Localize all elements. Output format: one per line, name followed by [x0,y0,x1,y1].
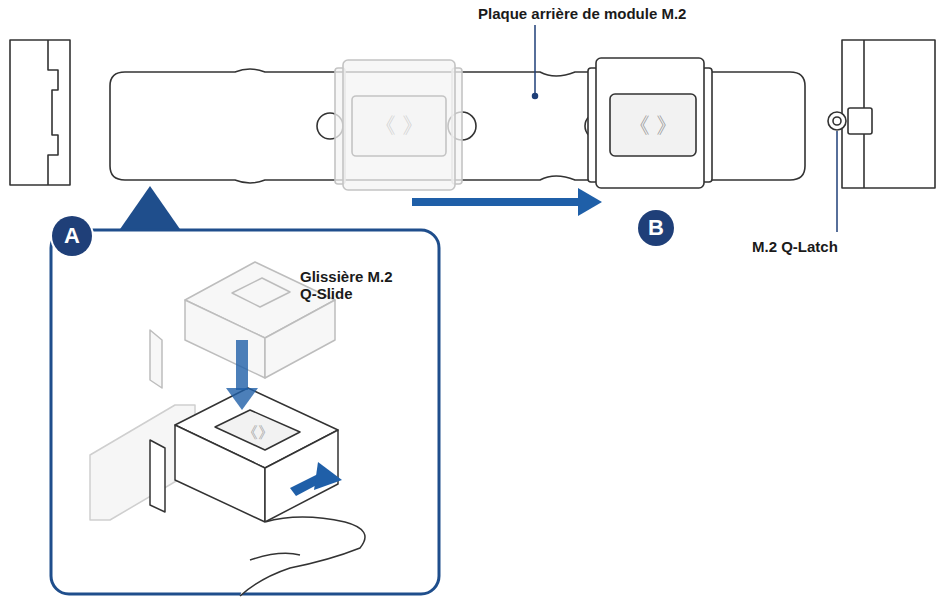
svg-text:《 》: 《 》 [628,113,679,138]
inset-panel [51,230,439,594]
ghost-slide: 《 》 [335,60,462,190]
standoff [842,40,935,188]
svg-text:《》: 《》 [242,423,274,442]
left-bracket [10,40,70,185]
move-arrow [412,188,602,216]
callout-letter: A [64,223,80,249]
q-latch [848,108,872,134]
part-label: Plaque arrière de module M.2 [478,5,686,22]
svg-text:《 》: 《 》 [374,113,425,138]
callout-circle: B [638,210,674,246]
callout-circle: A [52,216,92,256]
callout-letter: B [648,215,664,241]
part-label: M.2 Q-Latch [752,238,838,255]
q-slide: 《 》 [588,58,712,188]
part-label: Glissière M.2 Q-Slide [300,268,410,303]
